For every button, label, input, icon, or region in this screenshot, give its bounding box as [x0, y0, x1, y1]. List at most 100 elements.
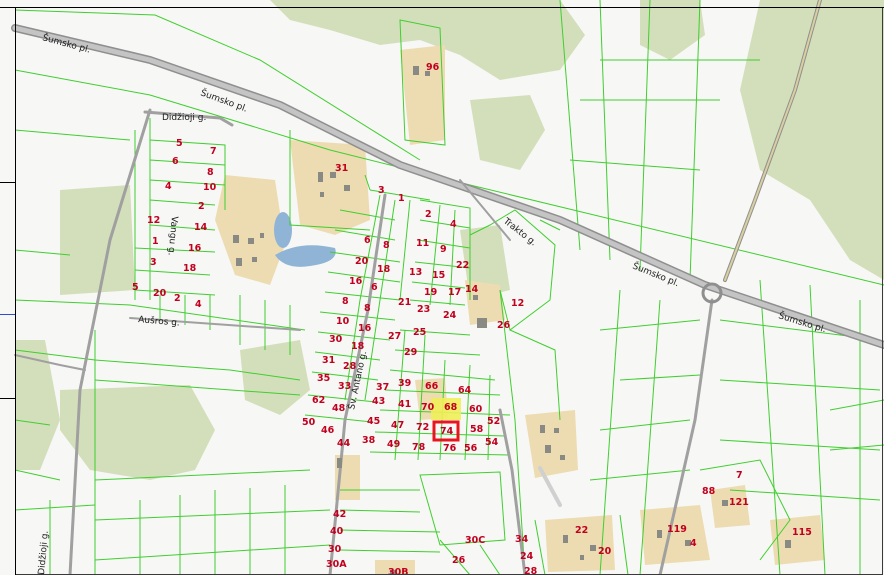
street-label: Didžioji g.	[37, 530, 51, 575]
edge-tick-blue	[0, 314, 16, 315]
house-number: 49	[387, 439, 400, 450]
house-number: 119	[667, 524, 687, 535]
house-number: 18	[351, 341, 365, 352]
house-number: 4	[195, 299, 202, 310]
house-number: 62	[312, 395, 325, 406]
house-number: 6	[371, 282, 378, 293]
house-number: 31	[335, 163, 348, 174]
street-label: Aušros g.	[138, 314, 180, 329]
house-numbers: 96 31 3 1 2 4 5 7 6 8 4 10 2 12 14 1 16 …	[132, 62, 812, 575]
house-number: 18	[377, 264, 391, 275]
house-number: 1	[398, 193, 405, 204]
house-number: 24	[443, 310, 457, 321]
house-number: 12	[147, 215, 160, 226]
ponds	[274, 212, 336, 267]
house-number: 6	[364, 235, 371, 246]
house-number: 74	[440, 426, 454, 437]
house-number: 40	[330, 526, 344, 537]
house-number: 30	[329, 334, 343, 345]
house-number: 10	[336, 316, 350, 327]
house-number: 8	[383, 240, 390, 251]
house-number: 29	[404, 347, 417, 358]
house-number: 37	[376, 382, 389, 393]
selected-parcel-fill	[431, 398, 461, 420]
house-number: 27	[388, 331, 401, 342]
house-number: 39	[398, 378, 411, 389]
house-number: 28	[524, 566, 538, 575]
house-number: 48	[332, 403, 346, 414]
house-number: 18	[183, 263, 197, 274]
house-number: 14	[194, 222, 208, 233]
house-number: 43	[372, 396, 385, 407]
forest-areas	[15, 0, 884, 480]
highlighted-parcel[interactable]	[432, 420, 460, 442]
house-number: 78	[412, 442, 426, 453]
house-number: 6	[172, 156, 179, 167]
house-number: 38	[362, 435, 376, 446]
house-number: 8	[207, 167, 214, 178]
house-number: 30	[328, 544, 342, 555]
house-number: 12	[511, 298, 524, 309]
house-number: 20	[598, 546, 612, 557]
house-number: 15	[432, 270, 445, 281]
house-number: 5	[176, 138, 183, 149]
house-number: 54	[485, 437, 499, 448]
left-frame-line	[15, 7, 16, 575]
house-number: 52	[487, 416, 500, 427]
house-number: 60	[469, 404, 483, 415]
house-number: 121	[729, 497, 749, 508]
house-number: 9	[440, 244, 447, 255]
house-number: 22	[456, 260, 469, 271]
house-number: 66	[425, 381, 439, 392]
house-number: 64	[458, 385, 472, 396]
house-number: 14	[465, 284, 479, 295]
house-number: 33	[338, 381, 351, 392]
house-number: 22	[575, 525, 588, 536]
roads	[11, 0, 884, 575]
house-number: 88	[702, 486, 716, 497]
house-number: 115	[792, 527, 812, 538]
house-number: 2	[174, 293, 181, 304]
house-number: 28	[343, 361, 357, 372]
house-number: 25	[413, 327, 426, 338]
street-label: Vangu g.	[166, 216, 179, 256]
house-number: 30C	[465, 535, 485, 546]
house-number: 20	[355, 256, 369, 267]
house-number: 26	[497, 320, 511, 331]
house-number: 1	[152, 236, 159, 247]
house-number: 30B	[388, 567, 408, 575]
house-number: 23	[417, 304, 430, 315]
house-number: 8	[364, 303, 371, 314]
house-number: 96	[426, 62, 440, 73]
house-number: 26	[452, 555, 466, 566]
house-number: 44	[337, 438, 351, 449]
house-number: 17	[448, 287, 461, 298]
house-number: 72	[416, 422, 429, 433]
house-number: 16	[358, 323, 372, 334]
house-number: 56	[464, 443, 478, 454]
house-number: 42	[333, 509, 346, 520]
built-areas	[215, 45, 825, 575]
house-number: 5	[132, 282, 139, 293]
house-number: 24	[520, 551, 534, 562]
buildings	[233, 66, 791, 575]
house-number: 11	[416, 238, 429, 249]
house-number: 68	[444, 402, 458, 413]
house-number: 31	[322, 355, 335, 366]
house-number: 4	[450, 219, 457, 230]
house-number: 8	[342, 296, 349, 307]
house-number: 13	[409, 267, 422, 278]
house-number: 21	[398, 297, 411, 308]
house-number: 47	[391, 420, 404, 431]
house-number: 7	[736, 470, 743, 481]
house-number: 76	[443, 443, 457, 454]
house-number: 35	[317, 373, 330, 384]
house-number: 10	[203, 182, 217, 193]
house-number: 16	[349, 276, 363, 287]
top-frame-line	[0, 7, 884, 8]
edge-tick	[0, 182, 16, 183]
house-number: 16	[188, 243, 202, 254]
house-number: 3	[150, 257, 157, 268]
